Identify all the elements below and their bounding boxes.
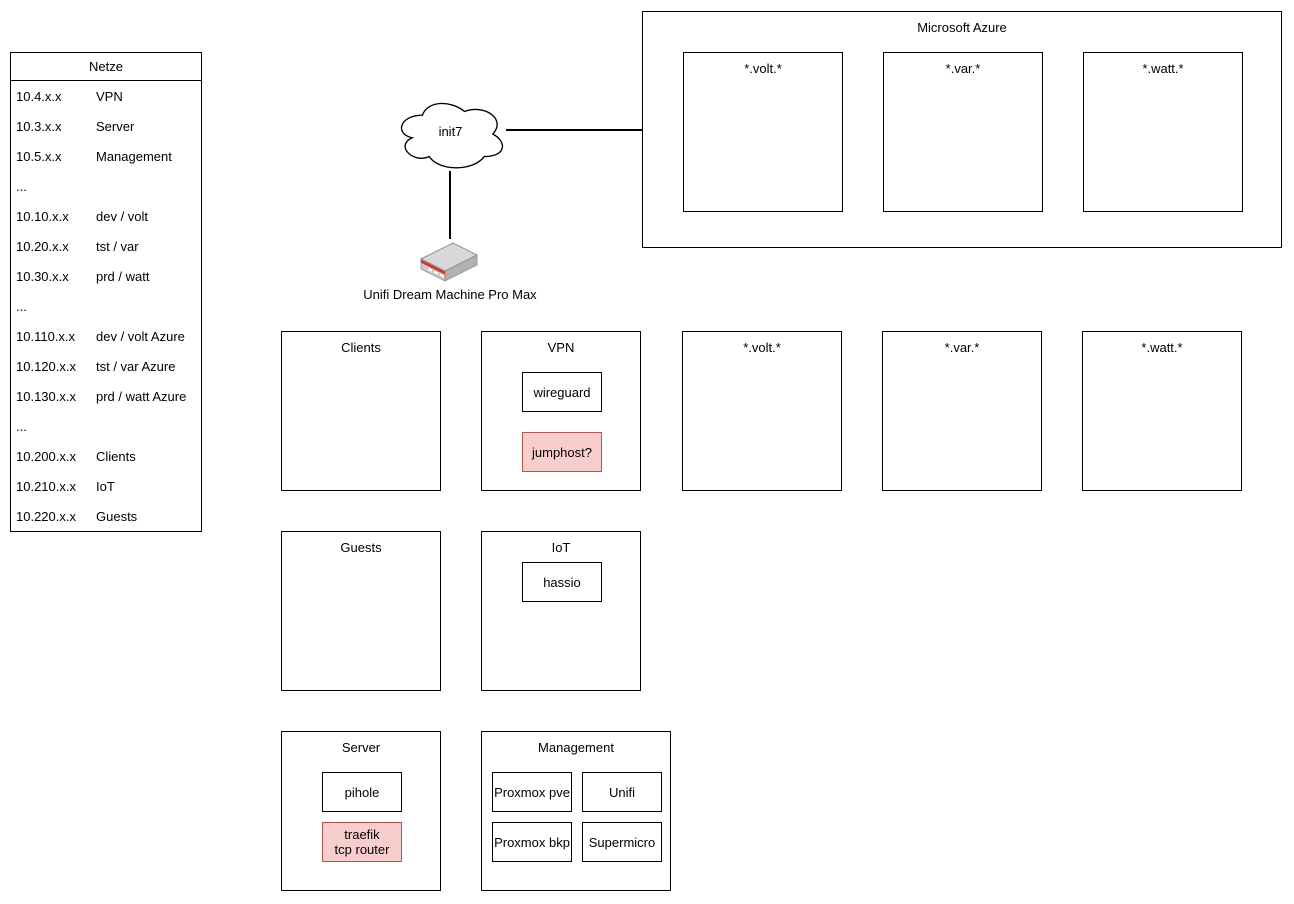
- network-ip: 10.3.x.x: [16, 118, 62, 134]
- table-row: 10.5.x.x Management: [11, 141, 201, 171]
- router-label: Unifi Dream Machine Pro Max: [363, 287, 537, 302]
- netze-table-title: Netze: [11, 53, 201, 81]
- network-ip: ...: [16, 418, 27, 434]
- zone-title: *.watt.*: [1142, 61, 1184, 76]
- table-row: 10.130.x.x prd / watt Azure: [11, 381, 201, 411]
- node-wireguard: wireguard: [522, 372, 602, 412]
- table-row: 10.20.x.x tst / var: [11, 231, 201, 261]
- network-name: tst / var Azure: [96, 358, 176, 374]
- table-row: ...: [11, 291, 201, 321]
- network-ip: 10.30.x.x: [16, 268, 69, 284]
- network-name: IoT: [96, 478, 115, 494]
- table-row: 10.10.x.x dev / volt: [11, 201, 201, 231]
- network-name: VPN: [96, 88, 123, 104]
- network-ip: 10.4.x.x: [16, 88, 62, 104]
- zone-title: IoT: [551, 540, 571, 555]
- network-ip: 10.10.x.x: [16, 208, 69, 224]
- network-ip: 10.210.x.x: [16, 478, 76, 494]
- zone-watt: *.watt.*: [1082, 331, 1242, 491]
- azure-zone-watt: *.watt.*: [1083, 52, 1243, 212]
- zone-title: Management: [538, 740, 614, 755]
- node-jumphost: jumphost?: [522, 432, 602, 472]
- network-name: dev / volt Azure: [96, 328, 185, 344]
- traefik-label: traefik tcp router: [335, 827, 390, 857]
- cloud-label: init7: [438, 123, 463, 139]
- zone-guests: Guests: [281, 531, 441, 691]
- zone-title: *.volt.*: [744, 61, 782, 76]
- zone-title: Server: [341, 740, 381, 755]
- zone-iot: IoT hassio: [481, 531, 641, 691]
- azure-group: Microsoft Azure *.volt.* *.var.* *.watt.…: [642, 11, 1282, 248]
- netze-table-body: 10.4.x.x VPN 10.3.x.x Server 10.5.x.x Ma…: [11, 81, 201, 531]
- connector-cloud-to-azure: [506, 129, 642, 131]
- router: [416, 236, 482, 284]
- router-icon: [419, 242, 479, 282]
- connector-cloud-to-router: [449, 171, 451, 239]
- network-ip: ...: [16, 298, 27, 314]
- network-name: prd / watt Azure: [96, 388, 187, 404]
- network-ip: 10.120.x.x: [16, 358, 76, 374]
- netze-table: Netze 10.4.x.x VPN 10.3.x.x Server 10.5.…: [10, 52, 202, 532]
- network-ip: 10.110.x.x: [16, 328, 76, 344]
- network-ip: 10.20.x.x: [16, 238, 69, 254]
- node-proxmox-pve: Proxmox pve: [492, 772, 572, 812]
- zone-title: *.volt.*: [743, 340, 781, 355]
- table-row: 10.110.x.x dev / volt Azure: [11, 321, 201, 351]
- azure-zone-var: *.var.*: [883, 52, 1043, 212]
- node-traefik: traefik tcp router: [322, 822, 402, 862]
- table-row: ...: [11, 171, 201, 201]
- zone-clients: Clients: [281, 331, 441, 491]
- network-ip: 10.200.x.x: [16, 448, 76, 464]
- zone-title: *.var.*: [945, 61, 981, 76]
- table-row: 10.3.x.x Server: [11, 111, 201, 141]
- node-unifi: Unifi: [582, 772, 662, 812]
- traefik-label-line2: tcp router: [334, 842, 390, 857]
- zone-title: *.var.*: [944, 340, 980, 355]
- network-ip: 10.130.x.x: [16, 388, 76, 404]
- zone-var: *.var.*: [882, 331, 1042, 491]
- network-name: Clients: [96, 448, 136, 464]
- network-name: prd / watt: [96, 268, 150, 284]
- cloud-icon: [400, 102, 503, 169]
- node-hassio: hassio: [522, 562, 602, 602]
- network-name: tst / var: [96, 238, 139, 254]
- table-row: ...: [11, 411, 201, 441]
- network-ip: ...: [16, 178, 27, 194]
- network-ip: 10.5.x.x: [16, 148, 62, 164]
- table-row: 10.4.x.x VPN: [11, 81, 201, 111]
- network-name: Server: [96, 118, 135, 134]
- network-ip: 10.220.x.x: [16, 508, 76, 524]
- table-row: 10.210.x.x IoT: [11, 471, 201, 501]
- node-proxmox-bkp: Proxmox bkp: [492, 822, 572, 862]
- zone-title: Guests: [340, 540, 382, 555]
- zone-title: Clients: [341, 340, 381, 355]
- traefik-label-line1: traefik: [344, 827, 380, 842]
- network-name: Guests: [96, 508, 138, 524]
- zone-management: Management Proxmox pve Unifi Proxmox bkp…: [481, 731, 671, 891]
- zone-volt: *.volt.*: [682, 331, 842, 491]
- azure-zone-volt: *.volt.*: [683, 52, 843, 212]
- node-supermicro: Supermicro: [582, 822, 662, 862]
- table-row: 10.220.x.x Guests: [11, 501, 201, 531]
- network-name: Management: [96, 148, 172, 164]
- internet-cloud: init7: [392, 95, 509, 173]
- zone-title: VPN: [547, 340, 575, 355]
- zone-vpn: VPN wireguard jumphost?: [481, 331, 641, 491]
- zone-title: *.watt.*: [1141, 340, 1183, 355]
- table-row: 10.120.x.x tst / var Azure: [11, 351, 201, 381]
- node-pihole: pihole: [322, 772, 402, 812]
- azure-group-title: Microsoft Azure: [917, 20, 1007, 35]
- table-row: 10.200.x.x Clients: [11, 441, 201, 471]
- table-row: 10.30.x.x prd / watt: [11, 261, 201, 291]
- network-name: dev / volt: [96, 208, 149, 224]
- zone-server: Server pihole traefik tcp router: [281, 731, 441, 891]
